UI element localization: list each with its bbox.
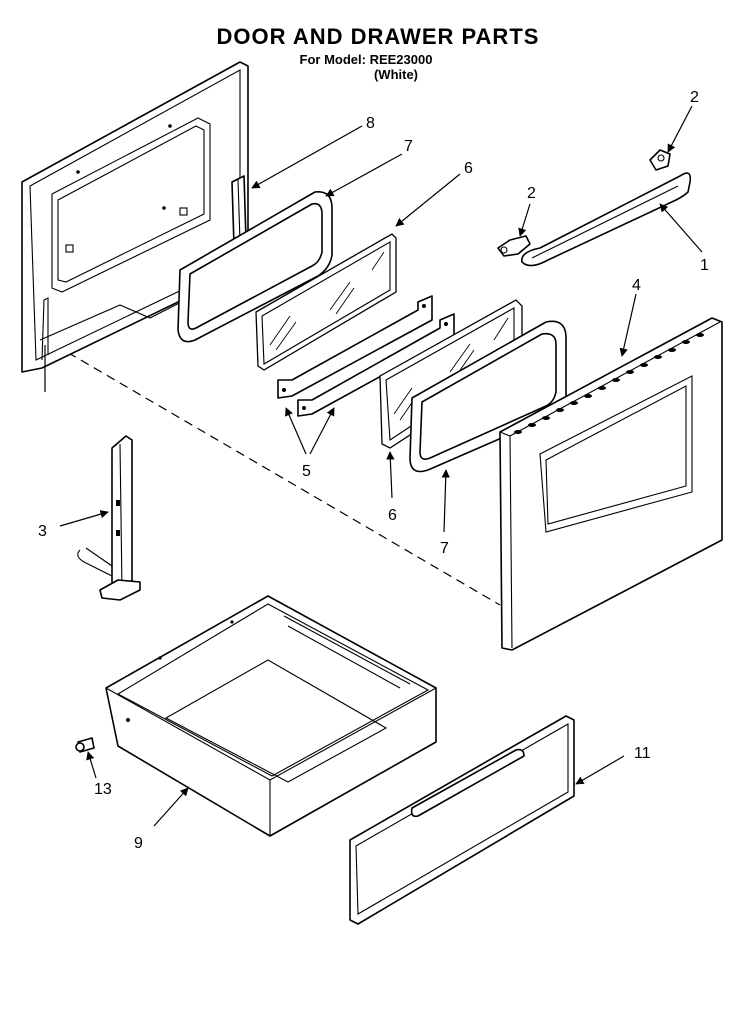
callout-4: 4 xyxy=(632,277,641,294)
part-13-screw xyxy=(75,737,95,753)
part-9-drawer-body xyxy=(105,595,437,837)
inner-door-panel xyxy=(21,61,249,392)
model-line: For Model: REE23000 xyxy=(300,52,433,67)
part-2-handle-cap-left xyxy=(497,235,531,257)
part-7-gasket-lower xyxy=(409,320,567,473)
callout-2-right: 2 xyxy=(690,89,699,106)
part-2-handle-cap-right xyxy=(649,149,671,171)
vent-slots xyxy=(514,333,704,434)
callout-2-left: 2 xyxy=(527,185,536,202)
callout-11: 11 xyxy=(634,745,651,762)
part-1-door-handle xyxy=(521,172,692,267)
part-6-glass-upper xyxy=(255,233,397,371)
diagram-title: DOOR AND DRAWER PARTS xyxy=(217,24,540,49)
part-7-gasket-upper xyxy=(177,191,333,343)
leader-lines xyxy=(59,105,703,827)
callout-1: 1 xyxy=(700,257,709,274)
callout-7-lower: 7 xyxy=(440,540,449,557)
callout-3: 3 xyxy=(38,523,47,540)
callout-7-upper: 7 xyxy=(404,138,413,155)
callout-6-upper: 6 xyxy=(464,160,473,177)
callout-8: 8 xyxy=(366,115,375,132)
color-line: (White) xyxy=(374,67,418,82)
callout-6-lower: 6 xyxy=(388,507,397,524)
part-5-spacer-strips xyxy=(277,295,455,417)
alignment-line xyxy=(54,344,501,606)
callout-5: 5 xyxy=(302,463,311,480)
part-11-drawer-front xyxy=(349,715,575,925)
part-4-outer-door xyxy=(499,317,723,651)
callout-9: 9 xyxy=(134,835,143,852)
callout-13: 13 xyxy=(94,781,112,798)
callout-numbers: 8 7 6 2 2 1 4 5 6 7 3 9 13 11 xyxy=(38,89,709,852)
part-3-door-hinge xyxy=(77,435,141,601)
